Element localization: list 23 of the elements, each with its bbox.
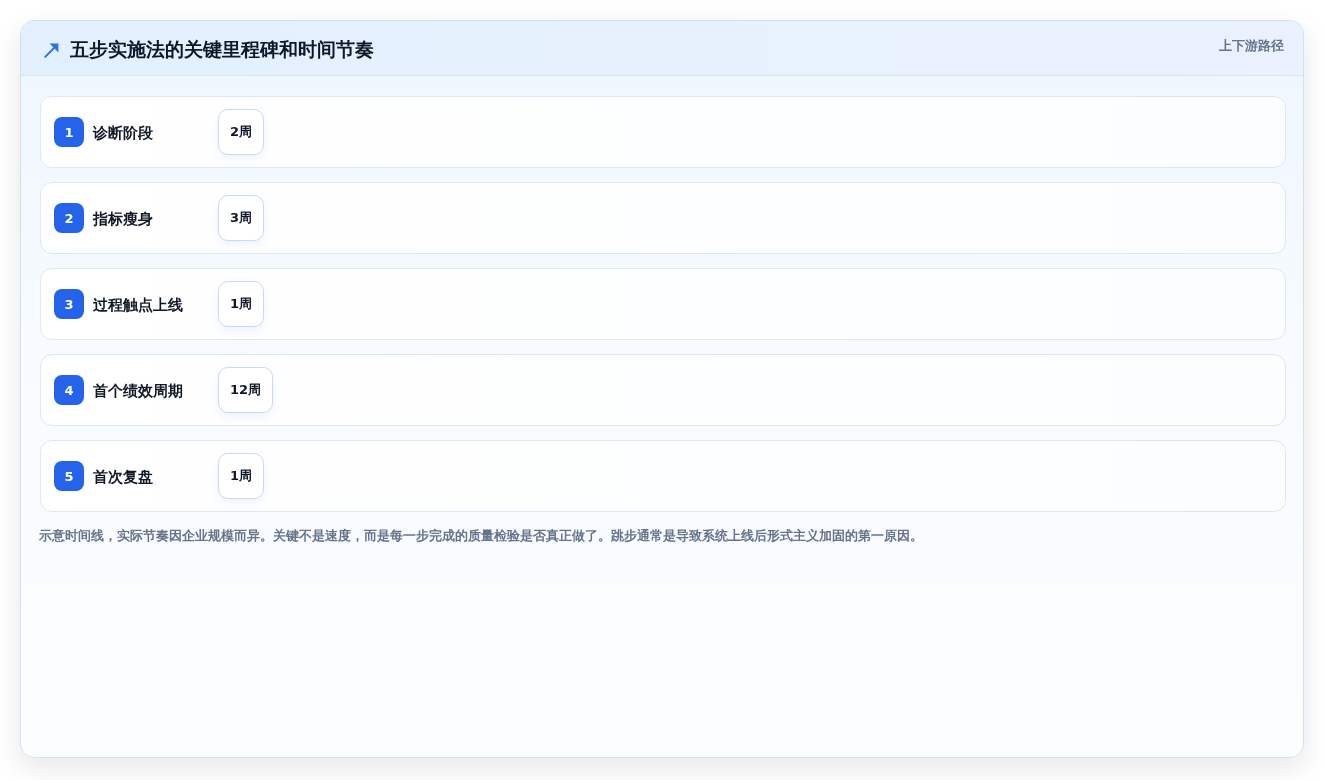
duration-pill: 2周 [218,109,265,155]
step-card [40,354,1286,426]
duration-pill: 3周 [218,195,265,241]
step-card [40,440,1286,512]
step-card [40,268,1286,340]
duration-pill: 12周 [218,367,274,413]
step-name: 过程触点上线 [93,296,183,315]
card-title: 五步实施法的关键里程碑和时间节奏 [70,37,374,62]
duration-pill: 1周 [218,453,265,499]
step-card [40,96,1286,168]
footnote-text: 示意时间线，实际节奏因企业规模而异。关键不是速度，而是每一步完成的质量检验是否真正做了。跳步通常是导致系统上线后形式主义加固的第一原因。 [39,527,923,545]
step-name: 指标瘦身 [93,210,153,229]
number-badge: 4 [54,375,84,405]
number-badge: 3 [54,289,84,319]
step-name: 首次复盘 [93,468,153,487]
number-badge: 2 [54,203,84,233]
step-name: 诊断阶段 [93,124,153,143]
duration-pill: 1周 [218,281,265,327]
step-card [40,182,1286,254]
number-badge: 1 [54,117,84,147]
number-badge: 5 [54,461,84,491]
header-note: 上下游路径 [1219,37,1284,55]
step-name: 首个绩效周期 [93,382,183,401]
